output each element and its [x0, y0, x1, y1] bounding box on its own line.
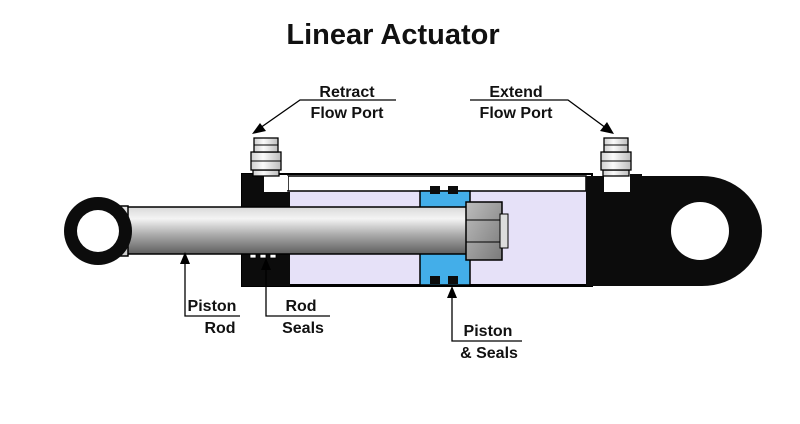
piston-rod-label-line2: Rod [204, 320, 235, 337]
piston-nut [465, 201, 509, 261]
rod-clevis-eye-hole [77, 210, 119, 252]
piston-rod [125, 206, 499, 255]
rod-seals-arrowhead [261, 258, 271, 270]
piston-rod-label-line1: Piston [188, 298, 237, 315]
retract-arrowhead [252, 123, 266, 134]
piston-seals-arrowhead [447, 286, 457, 298]
piston-rod-leader-line [184, 262, 240, 317]
retract-port-channel [268, 176, 288, 190]
extend-port-channel [606, 176, 628, 190]
piston-seals [430, 186, 458, 284]
rod-end-gland [242, 174, 290, 206]
rod-seals-label-line2: Seals [282, 320, 324, 337]
retract-leader-line [259, 99, 396, 129]
diagram-title: Linear Actuator [286, 19, 499, 51]
extend-leader-line [470, 99, 607, 129]
rod-seals-leader-line [265, 268, 330, 317]
piston-seals-label-line1: Piston [464, 323, 513, 340]
piston-seals-leader-line [451, 296, 522, 342]
retract-label-line2: Flow Port [311, 105, 385, 122]
extend-port-fitting [600, 137, 632, 177]
retract-port-fitting [250, 137, 282, 177]
extend-label-line2: Flow Port [480, 105, 554, 122]
piston-rod-arrowhead [180, 252, 190, 264]
extend-arrowhead [600, 122, 614, 134]
piston-seals-label-line2: & Seals [460, 345, 518, 362]
cap-end-block [586, 174, 642, 286]
rod-seals-label-line1: Rod [285, 298, 316, 315]
retract-label-line1: Retract [319, 84, 375, 101]
extend-label-line1: Extend [489, 84, 542, 101]
cap-end-eye-hole [671, 202, 729, 260]
